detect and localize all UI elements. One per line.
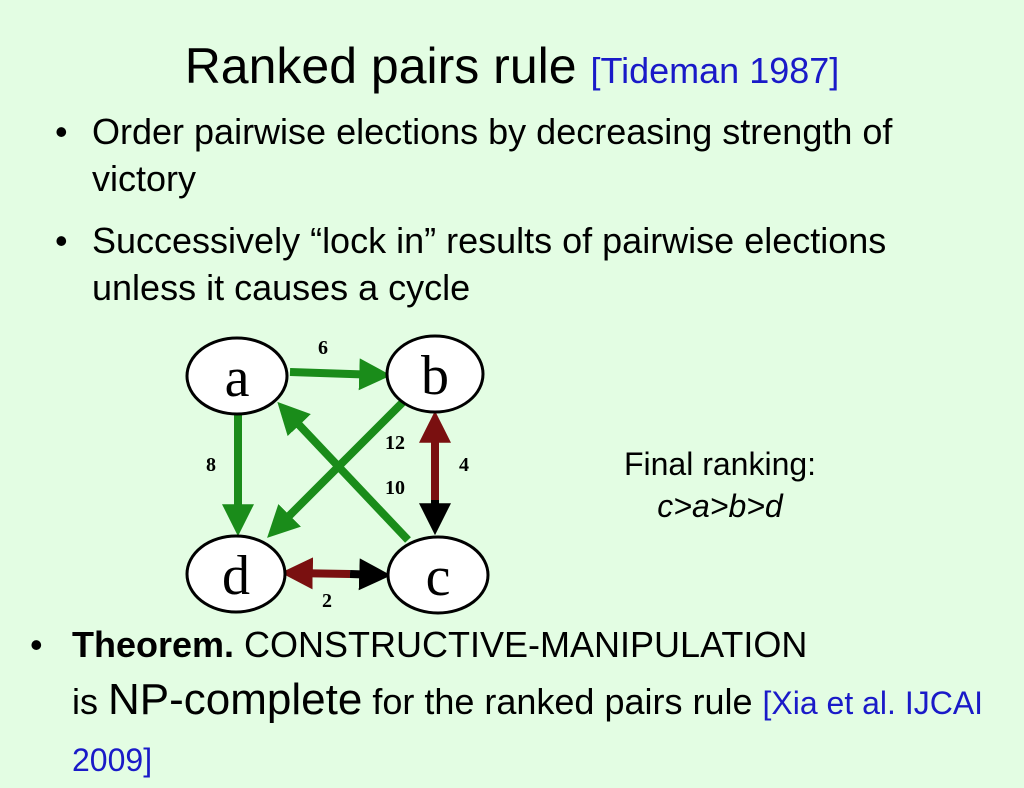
theorem-problem: CONSTRUCTIVE-MANIPULATION: [234, 624, 808, 665]
pairwise-graph: a b d c 6 8 12 10 4 2: [185, 334, 490, 615]
node-a: a: [185, 336, 289, 416]
weight-c-d: 2: [322, 590, 332, 612]
weight-a-d: 8: [206, 454, 216, 476]
title-main: Ranked pairs rule: [184, 38, 577, 94]
bullet-text: Order pairwise elections by decreasing s…: [92, 111, 893, 199]
bullet-marker: •: [30, 624, 43, 665]
node-d-label: d: [222, 545, 250, 607]
bullet-item: • Successively “lock in” results of pair…: [55, 217, 935, 311]
theorem-np-complete: NP-complete: [108, 675, 363, 724]
edge-a-to-b: [289, 358, 392, 391]
bullet-item: • Order pairwise elections by decreasing…: [55, 108, 935, 202]
node-b: b: [385, 334, 485, 414]
title-citation: [Tideman 1987]: [590, 50, 840, 91]
theorem-label: Theorem.: [72, 624, 235, 665]
theorem-bullet: • Theorem. CONSTRUCTIVE-MANIPULATION is …: [30, 617, 1024, 788]
node-c-label: c: [426, 546, 451, 608]
bullet-list: • Order pairwise elections by decreasing…: [55, 108, 935, 326]
theorem-is: is: [72, 681, 108, 722]
node-a-label: a: [225, 347, 250, 409]
edge-c-to-d: [280, 557, 351, 590]
node-c: c: [386, 535, 490, 615]
bullet-text: Successively “lock in” results of pairwi…: [92, 220, 887, 308]
slide-title: Ranked pairs rule [Tideman 1987]: [0, 36, 1024, 101]
bullet-marker: •: [55, 220, 68, 261]
theorem-rest: for the ranked pairs rule: [362, 681, 763, 722]
weight-b-d: 12: [385, 432, 405, 454]
weight-c-b: 4: [459, 454, 469, 476]
edge-c-to-a: [277, 401, 411, 543]
bullet-marker: •: [55, 111, 68, 152]
node-b-label: b: [421, 345, 449, 407]
theorem-citation: [Xia et al. IJCAI 2009]: [72, 685, 984, 778]
weight-c-a: 10: [385, 477, 405, 499]
final-ranking: Final ranking: c>a>b>d: [560, 443, 880, 527]
edge-c-to-d-tail: [349, 558, 392, 591]
final-ranking-label: Final ranking:: [623, 446, 817, 482]
node-d: d: [185, 534, 287, 614]
weight-a-b: 6: [318, 337, 328, 359]
final-ranking-order: c>a>b>d: [657, 488, 783, 524]
